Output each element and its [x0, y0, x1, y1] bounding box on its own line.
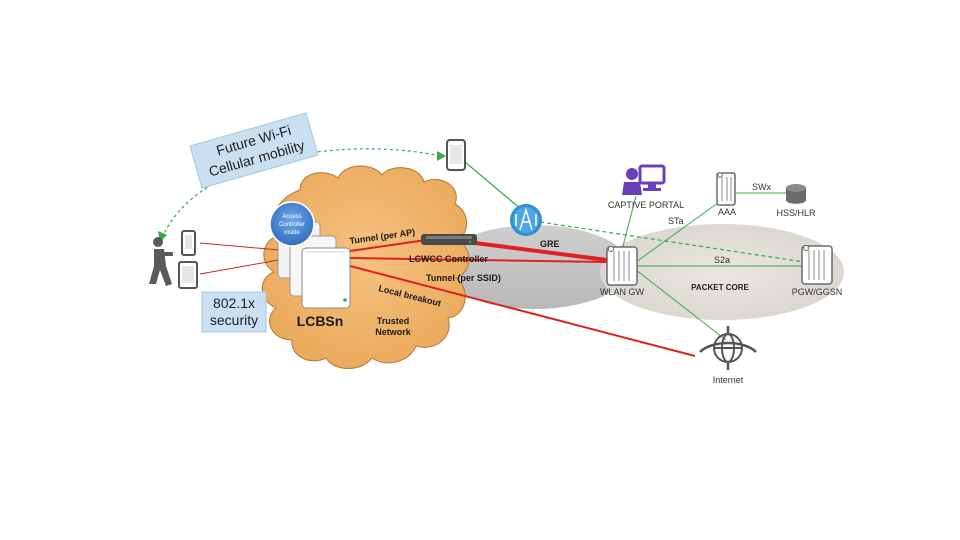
- access-controller-badge: Access Controller inside: [269, 201, 315, 247]
- smartphone-icon: [181, 230, 196, 256]
- cell-to-pgw-dashed: [539, 221, 805, 263]
- packet-core-oval: [600, 224, 844, 320]
- aaa-label: AAA: [718, 207, 736, 217]
- small-cell-icon: [510, 204, 542, 236]
- badge-line3: inside: [284, 230, 300, 236]
- packet-core-label: PACKET CORE: [691, 283, 749, 292]
- trusted-network-cloud: [261, 165, 470, 369]
- badge-line2: Controller: [279, 222, 305, 228]
- internet-link: [635, 269, 727, 341]
- wlan-gateway-icon: [606, 246, 638, 286]
- gre-label: GRE: [540, 239, 560, 249]
- captive-portal-icon: [622, 164, 666, 195]
- internet-globe-icon: [699, 326, 757, 370]
- walking-person-icon: [149, 237, 173, 286]
- aaa-server-icon: [716, 172, 736, 206]
- tunnel-per-ssid-link: [349, 257, 608, 263]
- mobility-arrow-head-right: [437, 151, 446, 161]
- product-label: LCBSn: [297, 313, 344, 329]
- pgw-gateway-icon: [801, 245, 833, 285]
- device-link-1: [199, 242, 291, 252]
- controller-label: LCWCC Controller: [409, 254, 488, 264]
- wlan-gw-label: WLAN GW: [600, 287, 645, 297]
- security-callout-line2: security: [210, 312, 258, 328]
- sta-label: STa: [668, 216, 684, 226]
- future-mobility-callout: Future Wi-Fi Cellular mobility: [189, 112, 319, 189]
- cell-to-phone-link: [464, 161, 523, 211]
- internet-label: Internet: [713, 375, 744, 385]
- trusted-network-line2: Network: [375, 327, 412, 337]
- controller-device-icon: [421, 234, 477, 245]
- tunnel-per-ssid-label: Tunnel (per SSID): [426, 273, 501, 283]
- security-callout-line1: 802.1x: [213, 295, 255, 311]
- s2a-label: S2a: [714, 255, 730, 265]
- badge-line1: Access: [282, 214, 301, 220]
- local-breakout-link: [349, 265, 696, 357]
- sta-link: [635, 199, 723, 263]
- mobile-phone-icon: [446, 139, 466, 171]
- gre-link: [474, 241, 608, 262]
- swx-label: SWx: [752, 182, 771, 192]
- hss-label: HSS/HLR: [776, 208, 816, 218]
- trusted-network-line1: Trusted: [377, 316, 410, 326]
- database-icon: [786, 184, 806, 204]
- wlangw-captive-link: [621, 195, 637, 251]
- tablet-icon: [178, 261, 198, 289]
- security-callout: 802.1x security: [201, 291, 267, 333]
- captive-portal-label: CAPTIVE PORTAL: [608, 200, 684, 210]
- pgw-label: PGW/GGSN: [792, 287, 843, 297]
- device-link-2: [199, 257, 291, 275]
